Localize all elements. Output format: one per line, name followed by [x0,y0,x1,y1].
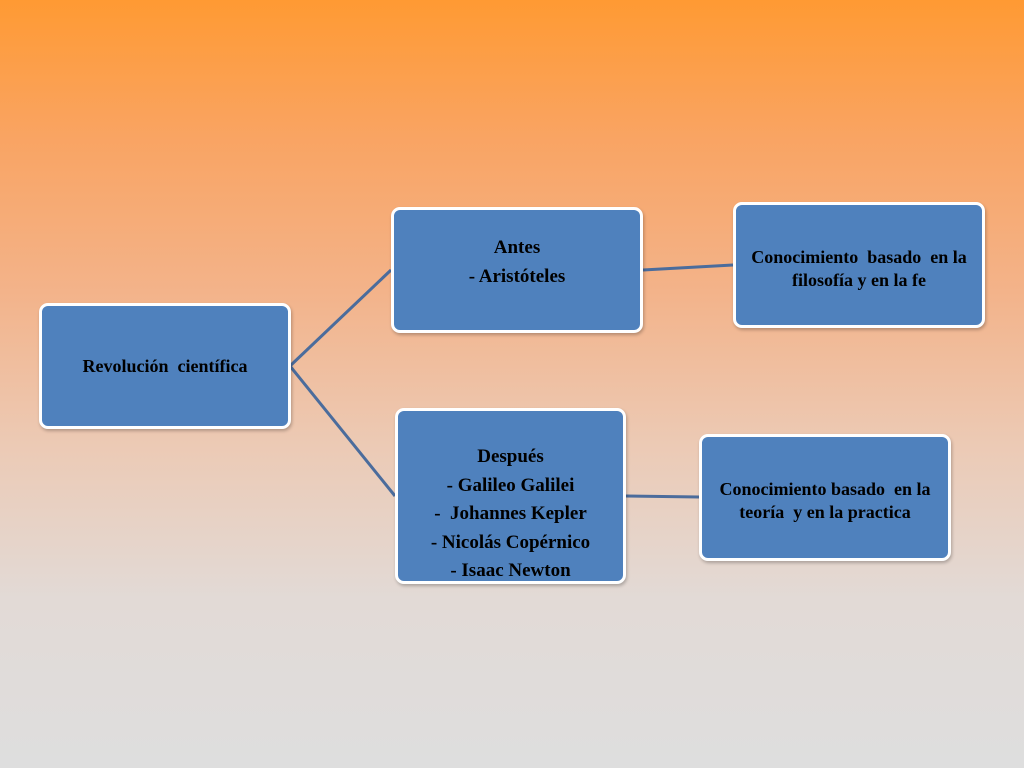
antes-description: Conocimiento basado en la filosofía y en… [751,247,972,290]
connector-antes-description [642,263,734,272]
connector-despues-description [625,494,700,499]
despues-item-galileo: - Galileo Galilei [446,474,575,496]
antes-item: - Aristóteles [468,266,566,287]
connector-root-antes [288,268,393,368]
despues-item-copernico: - Nicolás Copérnico [430,531,591,553]
antes-node: Antes - Aristóteles [391,207,643,333]
connector-root-despues [288,365,397,497]
despues-title: Después [477,446,544,467]
root-node: Revolución científica [39,303,291,429]
despues-item-kepler: - Johannes Kepler [434,503,587,524]
root-label: Revolución científica [82,355,248,376]
antes-description-node: Conocimiento basado en la filosofía y en… [733,202,985,328]
despues-description: Conocimiento basado en la teoría y en la… [719,479,936,522]
despues-node: Después - Galileo Galilei - Johannes Kep… [395,408,626,584]
despues-item-newton: - Isaac Newton [450,560,571,581]
despues-description-node: Conocimiento basado en la teoría y en la… [699,434,951,561]
antes-title: Antes [493,237,541,258]
